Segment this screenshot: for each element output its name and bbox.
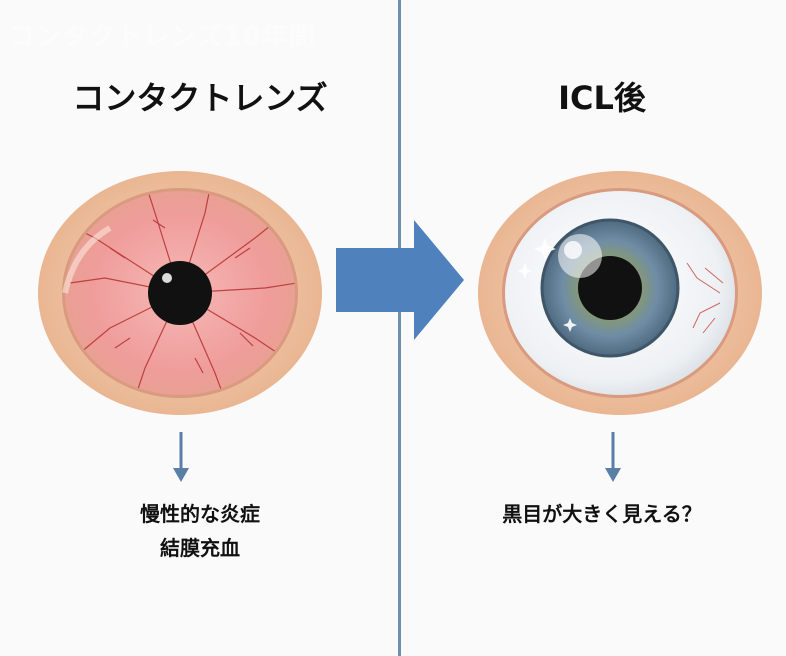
right-caption: 黒目が大きく見える？	[502, 502, 702, 526]
left-caption-line1: 慢性的な炎症	[140, 502, 260, 526]
down-arrow-icon	[605, 432, 621, 482]
down-arrow-icon	[173, 432, 189, 482]
watermark-text: コンタクトレンズ10年間	[8, 22, 316, 52]
center-divider	[398, 0, 401, 656]
right-title: ICL後	[558, 79, 646, 117]
left-title: コンタクトレンズ	[72, 79, 328, 117]
left-caption-line2: 結膜充血	[160, 536, 240, 560]
clear-eye-icon	[478, 171, 762, 415]
right-arrow-icon	[336, 220, 464, 340]
left-caption: 慢性的な炎症 結膜充血	[20, 497, 380, 565]
red-eye-icon	[38, 171, 322, 415]
